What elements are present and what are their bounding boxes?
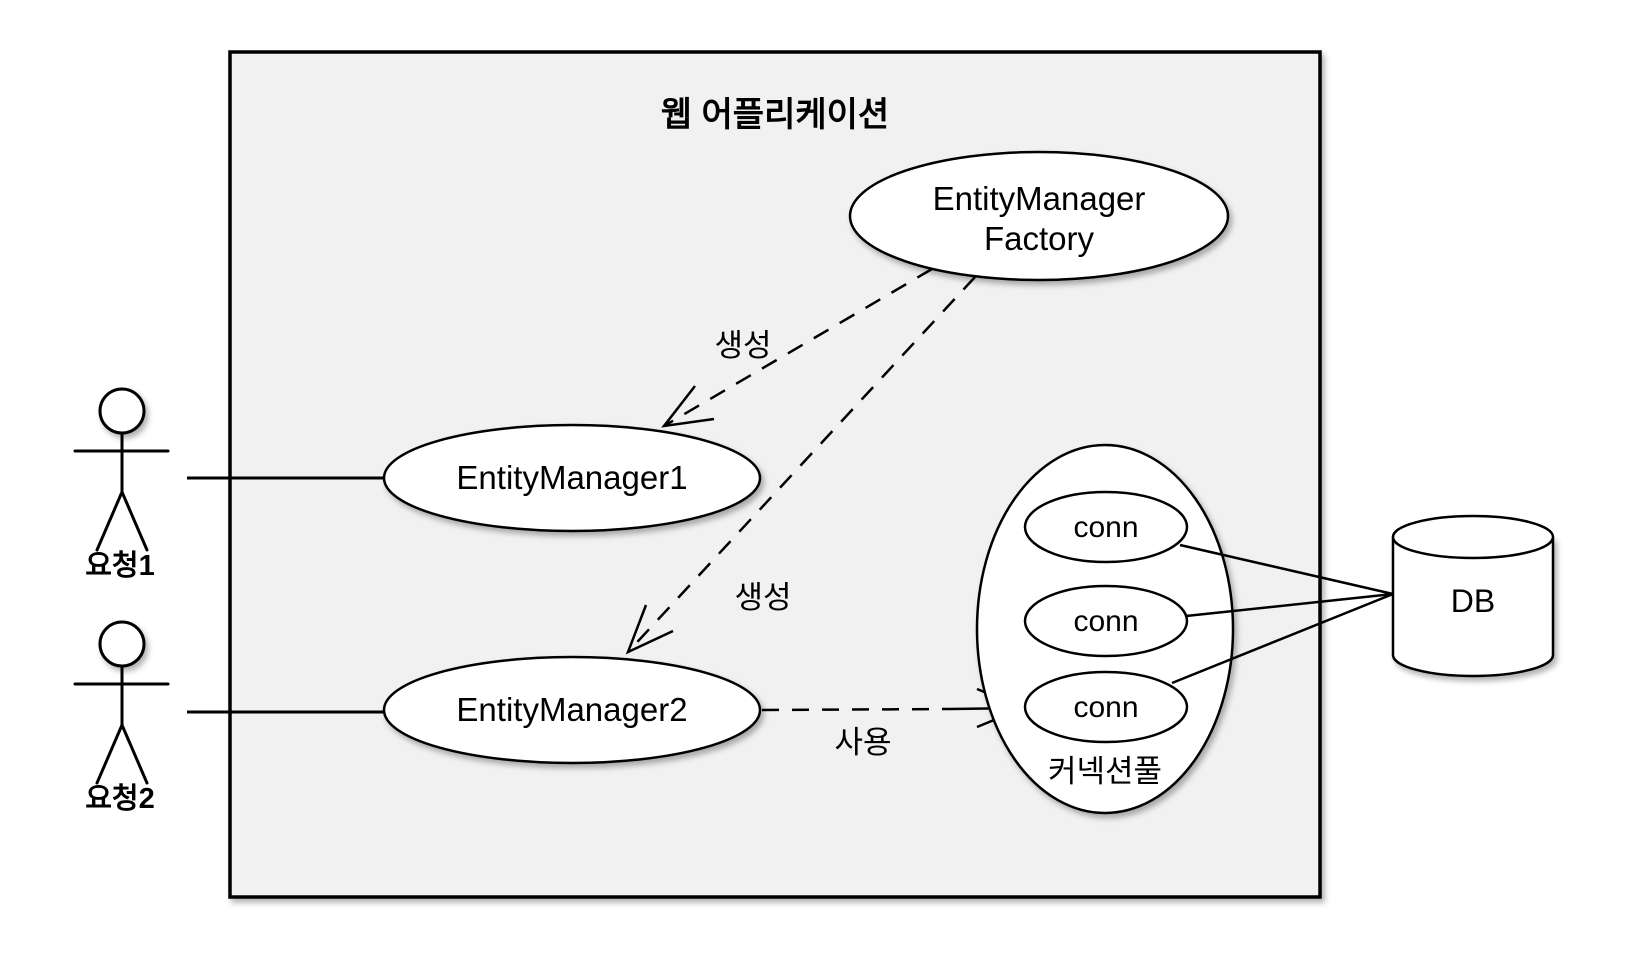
create-edge-1 <box>663 267 933 428</box>
entity-manager-factory-label-line1: EntityManager <box>933 180 1146 217</box>
entity-manager-factory-label-line2: Factory <box>984 220 1095 257</box>
db-label: DB <box>1451 583 1495 619</box>
actor-request2-icon <box>73 620 170 785</box>
actor-request1-icon <box>73 387 170 552</box>
actor1-left-leg <box>95 490 124 552</box>
request1-label: 요청1 <box>85 549 155 582</box>
connection-pool-label: 커넥션풀 <box>1048 754 1162 789</box>
db-cylinder-top <box>1391 514 1555 560</box>
actor2-left-leg <box>95 723 124 785</box>
create-edge-2-arrowhead-icon <box>625 604 674 655</box>
actor1-head <box>98 387 146 435</box>
use-edge-label: 사용 <box>834 725 891 760</box>
conn3-label: conn <box>1073 691 1138 724</box>
entity-manager2-label: EntityManager2 <box>456 691 687 728</box>
conn1-label: conn <box>1073 511 1138 544</box>
conn2-label: conn <box>1073 605 1138 638</box>
web-application-title: 웹 어플리케이션 <box>661 96 889 134</box>
create-edge-2 <box>627 276 976 653</box>
conn2-node <box>1023 584 1189 658</box>
entity-manager1-node <box>382 423 762 533</box>
actor1-right-leg <box>120 490 149 552</box>
create-edge-1-arrowhead-icon <box>661 385 715 428</box>
actor2-right-leg <box>120 723 149 785</box>
conn1-node <box>1023 490 1189 564</box>
db-cylinder-body <box>1391 537 1555 678</box>
entity-manager2-node <box>382 655 762 765</box>
conn1-db-line <box>1179 543 1394 596</box>
conn2-db-line <box>1185 592 1394 618</box>
entity-manager-factory-node <box>848 150 1230 282</box>
use-edge <box>761 707 951 712</box>
db-cylinder: DB <box>1391 514 1555 678</box>
actor2-head <box>98 620 146 668</box>
conn3-db-line <box>1171 592 1394 685</box>
create-edge-1-label: 생성 <box>714 328 771 363</box>
request2-label: 요청2 <box>85 782 155 815</box>
entity-manager1-label: EntityManager1 <box>456 459 687 496</box>
conn3-node <box>1023 670 1189 744</box>
create-edge-2-label: 생성 <box>734 580 791 615</box>
